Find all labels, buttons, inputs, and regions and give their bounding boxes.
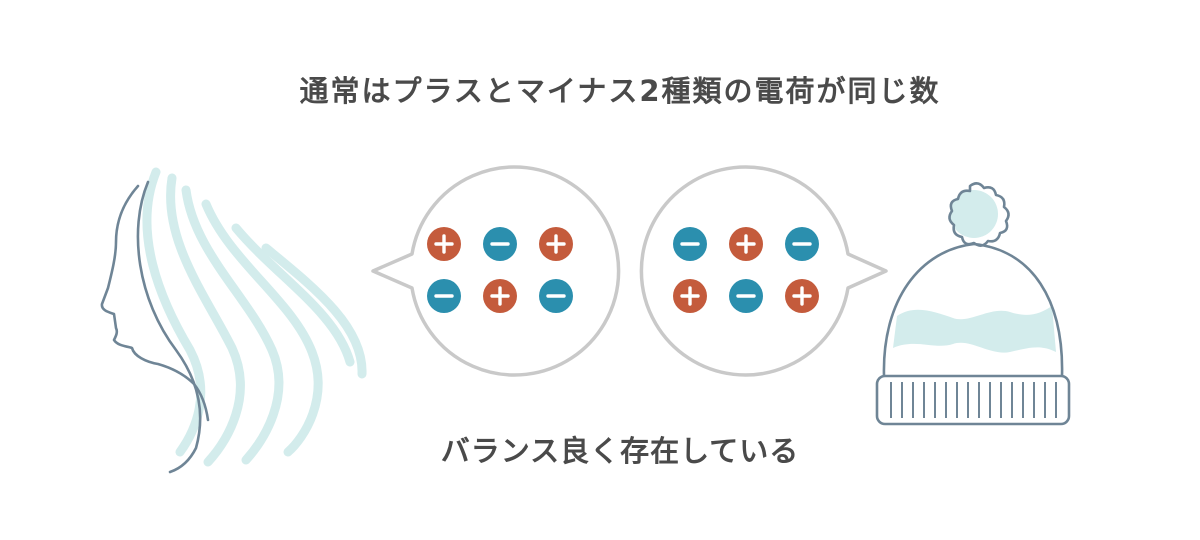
- minus-charge: [729, 279, 763, 313]
- charge-grid: [673, 227, 819, 313]
- pompom-fill: [950, 190, 998, 238]
- plus-charge: [785, 279, 819, 313]
- minus-charge: [539, 279, 573, 313]
- speech-bubble-outline: [371, 165, 621, 377]
- plus-charge: [539, 227, 573, 261]
- minus-charge: [483, 227, 517, 261]
- brim-ribs: [890, 382, 1057, 418]
- plus-charge: [673, 279, 707, 313]
- hair-bubble: [371, 165, 621, 377]
- minus-charge: [427, 279, 461, 313]
- charge-grid: [427, 227, 573, 313]
- hat-stripe: [893, 306, 1056, 353]
- plus-charge: [729, 227, 763, 261]
- diagram-title: 通常はプラスとマイナス2種類の電荷が同じ数: [299, 74, 941, 108]
- minus-charge: [673, 227, 707, 261]
- minus-charge: [785, 227, 819, 261]
- hat-body: [882, 242, 1064, 377]
- speech-bubble-outline: [639, 165, 888, 377]
- hat-brim: [875, 374, 1071, 426]
- plus-charge: [427, 227, 461, 261]
- diagram-caption: バランス良く存在している: [440, 434, 800, 468]
- plus-charge: [483, 279, 517, 313]
- pompom-outline: [948, 182, 1010, 247]
- woman-hair-icon: [100, 167, 367, 474]
- knit-hat-icon: [875, 182, 1071, 426]
- hat-bubble: [639, 165, 888, 377]
